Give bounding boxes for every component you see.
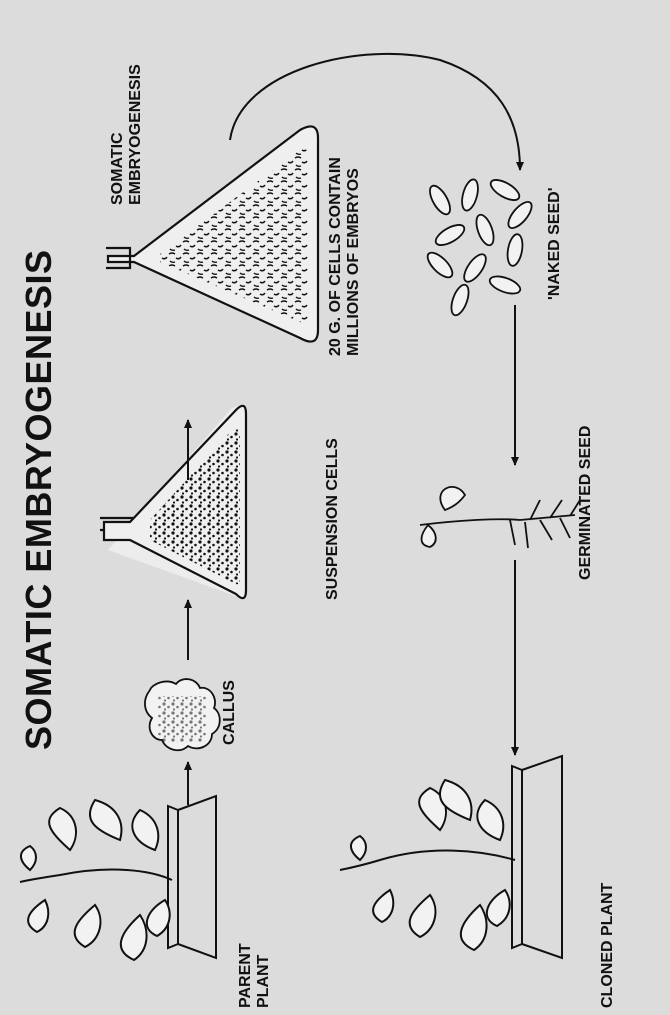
diagram-title: SOMATIC EMBRYOGENESIS <box>20 249 58 750</box>
callus-label: CALLUS <box>222 680 239 745</box>
suspension-cells-label: SUSPENSION CELLS <box>325 438 342 600</box>
somatic-label-line1: SOMATIC <box>110 132 127 205</box>
somatic-label-line2: EMBRYOGENESIS <box>128 64 145 205</box>
suspension-flask-illustration <box>100 406 246 598</box>
parent-plant-label-line1: PARENT <box>238 943 255 1008</box>
cloned-plant-label: CLONED PLANT <box>600 883 617 1008</box>
cells-caption-line2: MILLIONS OF EMBRYOS <box>346 168 363 356</box>
cells-caption-line1: 20 G. OF CELLS CONTAIN <box>328 157 345 356</box>
parent-plant-illustration <box>20 796 216 960</box>
naked-seed-illustration <box>424 176 536 317</box>
parent-plant-label-line2: PLANT <box>256 955 273 1008</box>
naked-seed-label: 'NAKED SEED' <box>547 187 564 300</box>
germinated-seed-illustration <box>420 487 580 548</box>
germinated-seed-label: GERMINATED SEED <box>578 426 595 580</box>
cloned-plant-illustration <box>340 756 562 958</box>
callus-illustration <box>145 679 220 750</box>
